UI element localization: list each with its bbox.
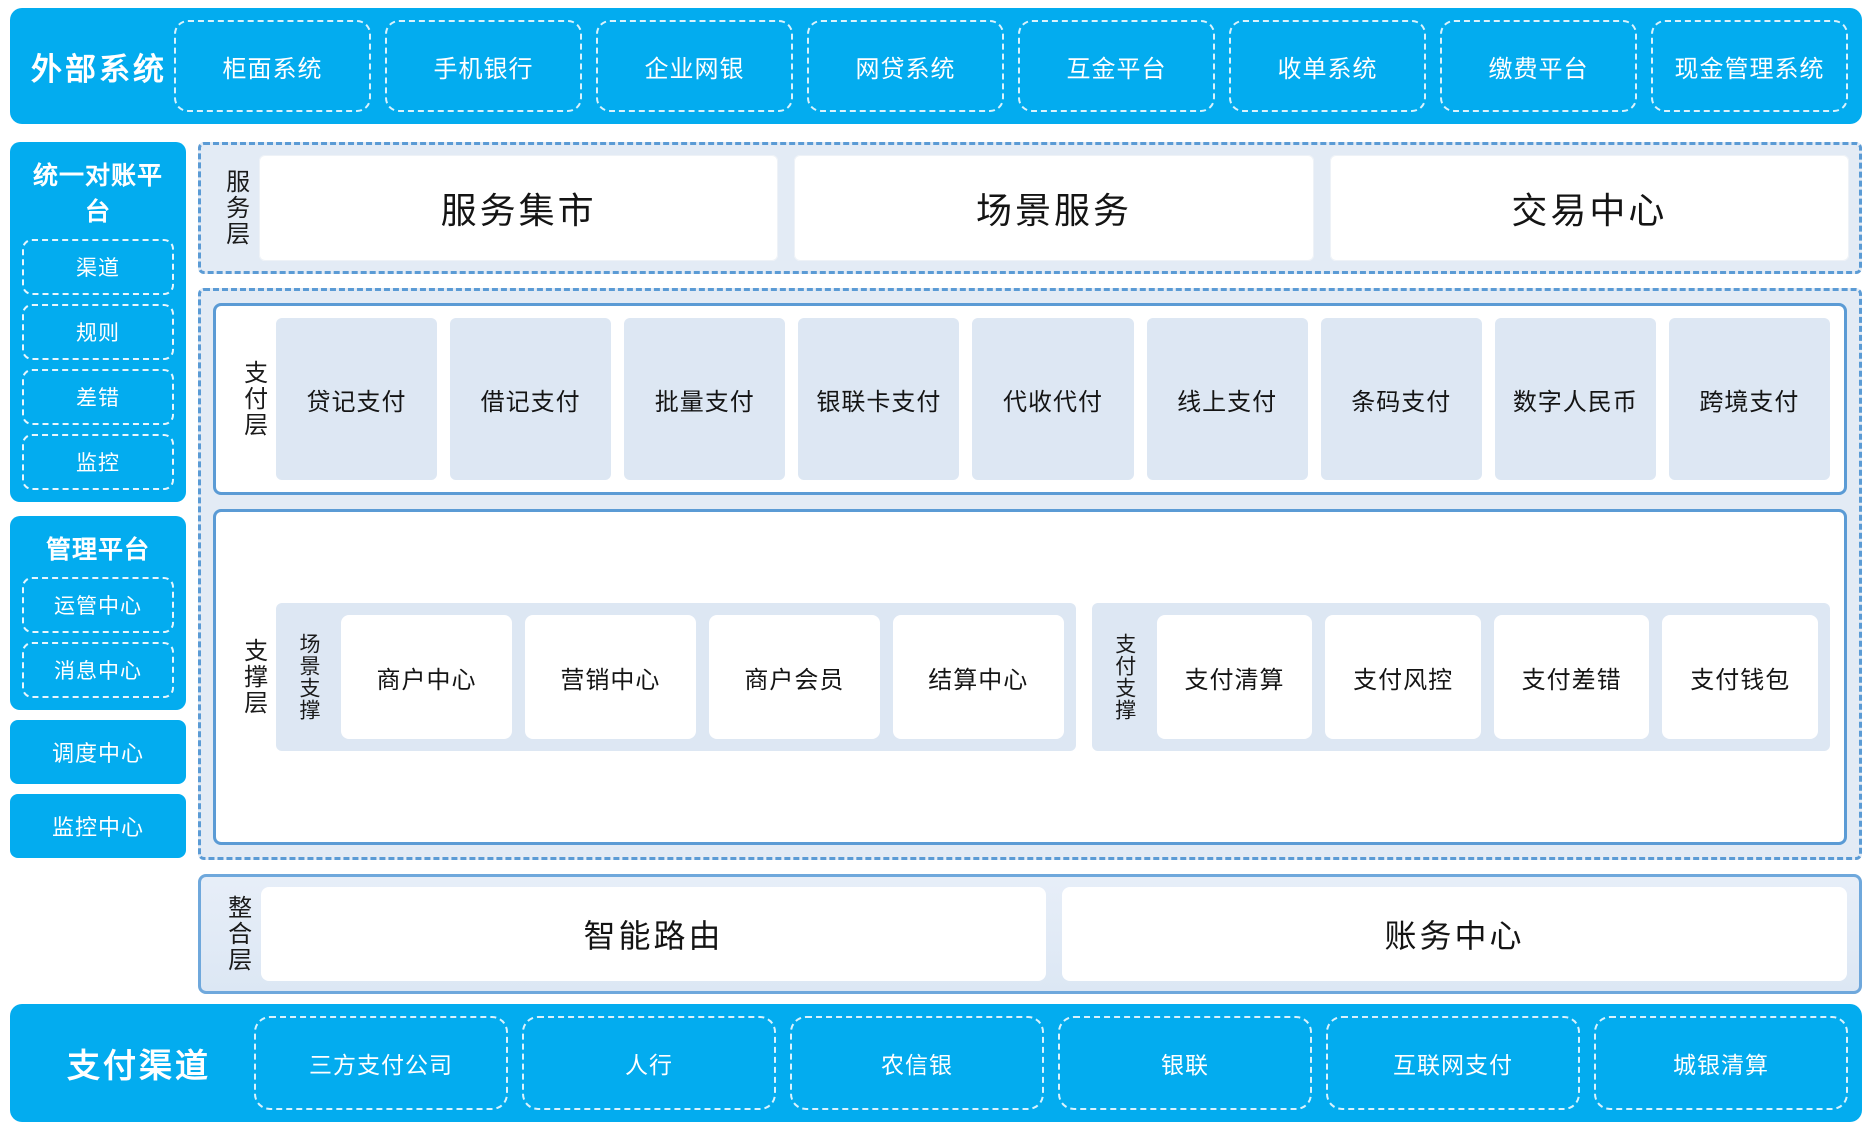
payment-layer-label: 支付层 [239, 360, 267, 438]
external-systems-band: 外部系统 柜面系统 手机银行 企业网银 网贷系统 互金平台 收单系统 缴费平台 … [10, 8, 1862, 124]
support-layer-groups: 场景支撑 商户中心 营销中心 商户会员 结算中心 支付支撑 支付清算 [276, 524, 1830, 830]
support-layer-label: 支撑层 [239, 638, 267, 716]
external-system-chip[interactable]: 柜面系统 [174, 20, 371, 112]
support-box-settlement-center[interactable]: 结算中心 [892, 615, 1064, 739]
external-systems-title: 外部系统 [31, 51, 167, 87]
external-systems-items: 柜面系统 手机银行 企业网银 网贷系统 互金平台 收单系统 缴费平台 现金管理系… [174, 8, 1848, 124]
service-layer: 服务层 服务集市 场景服务 交易中心 [198, 142, 1862, 274]
payment-channel-chip[interactable]: 互联网支付 [1326, 1016, 1580, 1110]
support-box-payment-error[interactable]: 支付差错 [1493, 615, 1650, 739]
integration-layer: 整合层 智能路由 账务中心 [198, 874, 1862, 994]
support-group-payment: 支付支撑 支付清算 支付风控 支付差错 支付钱包 [1091, 603, 1830, 751]
service-layer-label: 服务层 [221, 169, 249, 247]
support-box-payment-wallet[interactable]: 支付钱包 [1662, 615, 1818, 739]
payment-channel-chip[interactable]: 三方支付公司 [254, 1016, 508, 1110]
payment-channel-chip[interactable]: 农信银 [790, 1016, 1044, 1110]
external-system-chip[interactable]: 企业网银 [596, 20, 793, 112]
payment-box-unionpay-card[interactable]: 银联卡支付 [798, 318, 960, 480]
payment-channel-chip[interactable]: 城银清算 [1594, 1016, 1848, 1110]
support-box-merchant-member[interactable]: 商户会员 [708, 615, 880, 739]
external-system-chip[interactable]: 缴费平台 [1440, 20, 1637, 112]
payment-box-collection-payment[interactable]: 代收代付 [972, 318, 1134, 480]
support-layer: 支撑层 场景支撑 商户中心 营销中心 商户会员 结算中心 [213, 509, 1847, 845]
payment-channels-title: 支付渠道 [67, 1047, 211, 1084]
payment-layer: 支付层 贷记支付 借记支付 批量支付 银联卡支付 代收代付 线上支付 条码支付 … [213, 303, 1847, 495]
layers-column: 服务层 服务集市 场景服务 交易中心 支付层 贷记支付 借记支付 批量支付 银联… [198, 142, 1862, 994]
payment-box-barcode[interactable]: 条码支付 [1320, 318, 1482, 480]
payment-box-digital-rmb[interactable]: 数字人民币 [1494, 318, 1656, 480]
sidebar-item-monitor[interactable]: 监控 [22, 434, 174, 490]
payment-layer-items: 贷记支付 借记支付 批量支付 银联卡支付 代收代付 线上支付 条码支付 数字人民… [276, 318, 1830, 480]
sidebar-item-rule[interactable]: 规则 [22, 304, 174, 360]
service-card-transaction[interactable]: 交易中心 [1329, 155, 1849, 261]
support-group-scenario-items: 商户中心 营销中心 商户会员 结算中心 [341, 615, 1064, 739]
external-system-chip[interactable]: 收单系统 [1229, 20, 1426, 112]
support-group-scenario-label: 场景支撑 [297, 633, 321, 721]
external-system-chip[interactable]: 手机银行 [385, 20, 582, 112]
sidebar-item-scheduling-center[interactable]: 调度中心 [10, 720, 186, 784]
payment-box-batch[interactable]: 批量支付 [624, 318, 786, 480]
support-group-scenario: 场景支撑 商户中心 营销中心 商户会员 结算中心 [276, 603, 1076, 751]
payment-box-cross-border[interactable]: 跨境支付 [1668, 318, 1830, 480]
payment-channels-band: 支付渠道 三方支付公司 人行 农信银 银联 互联网支付 城银清算 [10, 1004, 1862, 1122]
management-platform-title: 管理平台 [45, 536, 150, 564]
support-group-payment-label: 支付支撑 [1112, 633, 1136, 721]
external-system-chip[interactable]: 现金管理系统 [1651, 20, 1848, 112]
sidebar-item-monitoring-center[interactable]: 监控中心 [10, 794, 186, 858]
integration-layer-label: 整合层 [223, 895, 251, 973]
support-group-payment-items: 支付清算 支付风控 支付差错 支付钱包 [1156, 615, 1818, 739]
support-box-payment-risk[interactable]: 支付风控 [1325, 615, 1481, 739]
sidebar-item-operations-center[interactable]: 运管中心 [22, 577, 174, 633]
core-layers-wrapper: 支付层 贷记支付 借记支付 批量支付 银联卡支付 代收代付 线上支付 条码支付 … [198, 288, 1862, 860]
payment-channels-items: 三方支付公司 人行 农信银 银联 互联网支付 城银清算 [254, 1004, 1848, 1122]
integration-layer-items: 智能路由 账务中心 [261, 887, 1847, 981]
service-layer-items: 服务集市 场景服务 交易中心 [259, 155, 1849, 261]
integration-card-accounting-center[interactable]: 账务中心 [1062, 887, 1847, 981]
sidebar-item-message-center[interactable]: 消息中心 [22, 642, 174, 698]
reconciliation-platform-title: 统一对账平台 [32, 162, 163, 226]
middle-section: 统一对账平台 渠道 规则 差错 监控 管理平台 运管中心 消息中心 调度中心 监… [10, 142, 1862, 994]
support-box-merchant-center[interactable]: 商户中心 [341, 615, 512, 739]
service-card-market[interactable]: 服务集市 [259, 155, 779, 261]
payment-box-debit[interactable]: 借记支付 [450, 318, 612, 480]
left-sidebar: 统一对账平台 渠道 规则 差错 监控 管理平台 运管中心 消息中心 调度中心 监… [10, 142, 186, 994]
sidebar-item-channel[interactable]: 渠道 [22, 239, 174, 295]
payment-box-online[interactable]: 线上支付 [1146, 318, 1308, 480]
payment-channel-chip[interactable]: 银联 [1058, 1016, 1312, 1110]
external-system-chip[interactable]: 互金平台 [1018, 20, 1215, 112]
integration-card-smart-routing[interactable]: 智能路由 [261, 887, 1046, 981]
reconciliation-platform-card: 统一对账平台 渠道 规则 差错 监控 [10, 142, 186, 502]
management-platform-card: 管理平台 运管中心 消息中心 [10, 516, 186, 710]
support-box-marketing-center[interactable]: 营销中心 [524, 615, 696, 739]
payment-box-credit[interactable]: 贷记支付 [276, 318, 438, 480]
sidebar-item-error[interactable]: 差错 [22, 369, 174, 425]
service-card-scenario[interactable]: 场景服务 [794, 155, 1314, 261]
external-system-chip[interactable]: 网贷系统 [807, 20, 1004, 112]
support-box-payment-clearing[interactable]: 支付清算 [1156, 615, 1313, 739]
payment-channel-chip[interactable]: 人行 [522, 1016, 776, 1110]
